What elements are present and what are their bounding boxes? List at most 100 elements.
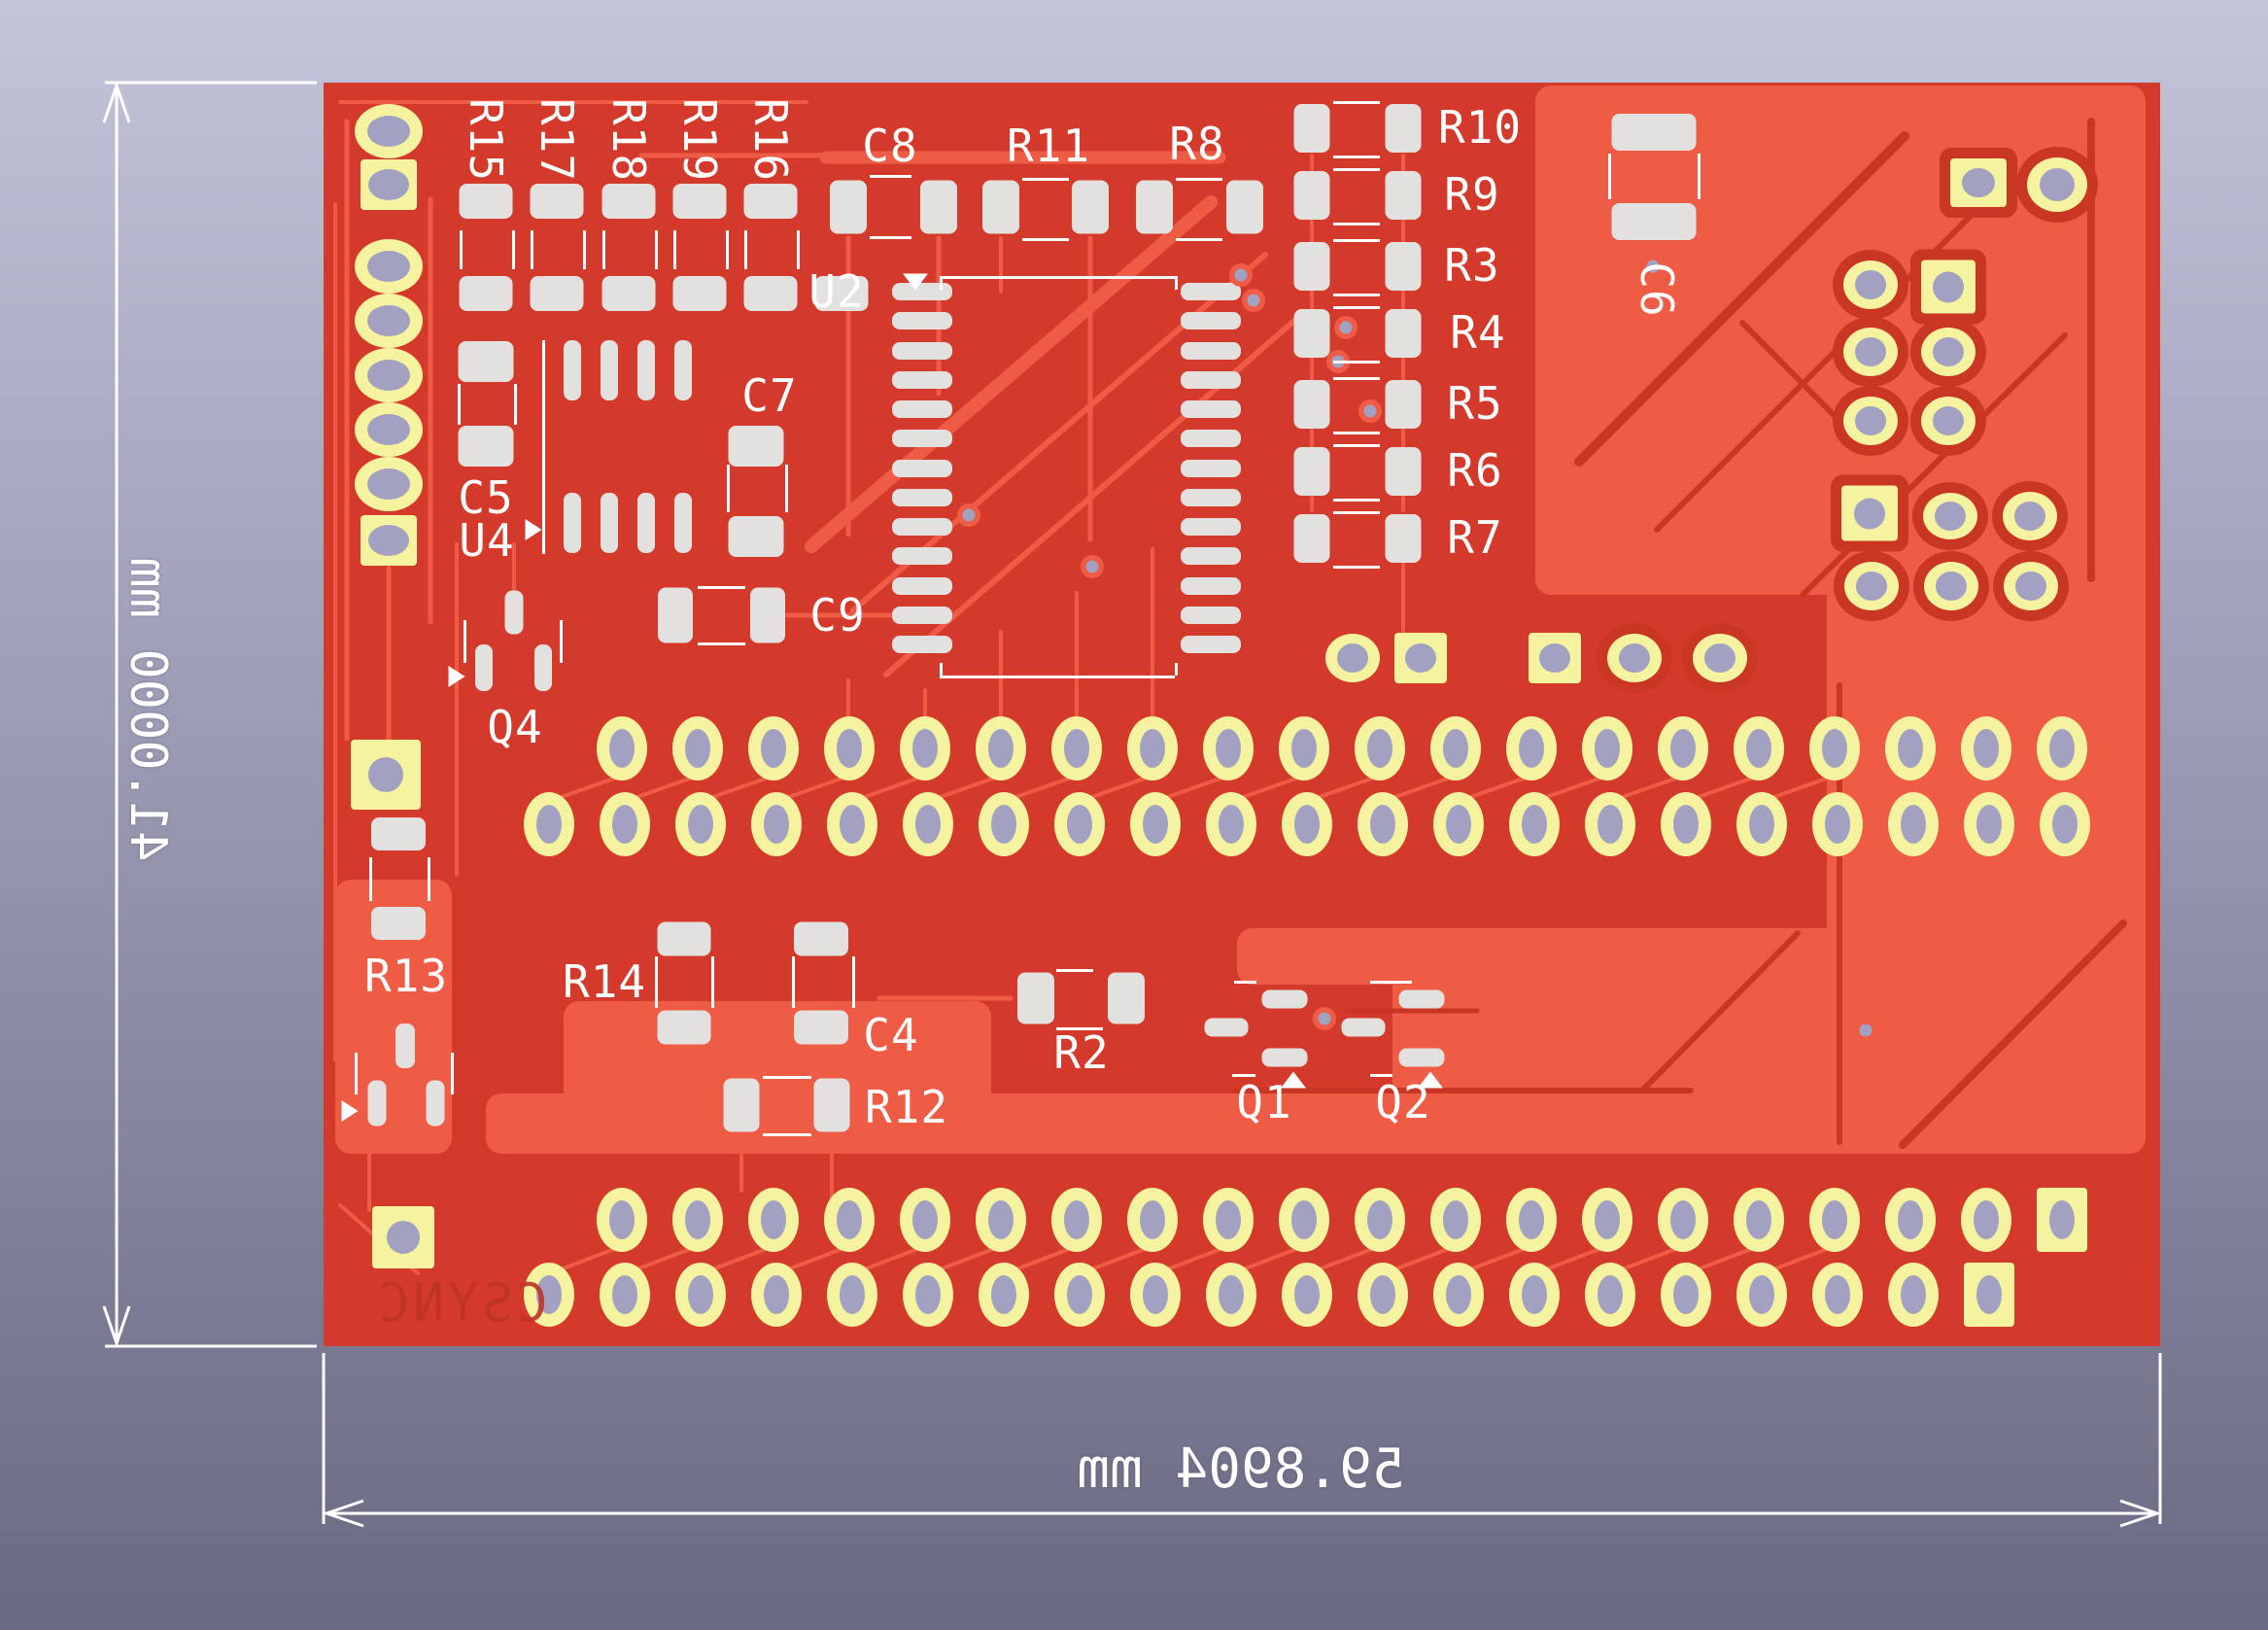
through-hole-pad (1607, 634, 1662, 682)
drill-hole (1367, 1200, 1392, 1239)
smd-pad (674, 340, 692, 400)
drill-hole (1855, 270, 1886, 299)
drill-hole (367, 414, 410, 445)
through-hole-pad (1923, 493, 1977, 539)
smd-pad (1181, 430, 1241, 448)
smd-pad (892, 459, 952, 477)
smd-pad (534, 644, 552, 691)
through-hole-pad (355, 104, 423, 158)
component-outline-mark (940, 276, 943, 290)
smd-pad (1181, 636, 1241, 653)
through-hole-pad (1433, 792, 1484, 856)
through-hole-pad (1357, 792, 1408, 856)
component-outline-mark (1175, 663, 1178, 676)
drill-hole (2049, 1200, 2075, 1239)
through-hole-pad (1130, 1263, 1181, 1327)
component-outline-mark (1176, 238, 1222, 241)
pin1-marker (903, 273, 928, 291)
component-outline-mark (940, 663, 943, 676)
smd-pad (750, 587, 785, 643)
drill-hole (1670, 729, 1696, 768)
component-outline-mark (1176, 178, 1222, 181)
smd-pad (723, 1078, 760, 1132)
drill-hole (912, 729, 938, 768)
through-hole-pad (1206, 792, 1256, 856)
drill-hole (367, 251, 410, 282)
smd-pad (1293, 309, 1330, 358)
smd-pad (813, 1078, 850, 1132)
smd-pad (728, 426, 784, 467)
vertical-dimension-text: 41.0000 mm (119, 557, 177, 862)
component-outline-mark (1056, 1027, 1103, 1030)
smd-pad (1181, 576, 1241, 595)
component-outline-mark (602, 230, 605, 269)
drill-hole (367, 305, 410, 336)
drill-hole (1976, 805, 2002, 844)
through-hole-pad (1885, 1188, 1936, 1252)
through-hole-pad (1430, 716, 1481, 780)
through-hole-pad (2004, 562, 2058, 610)
drill-hole (1901, 1275, 1926, 1314)
through-hole-pad (1506, 716, 1557, 780)
component-outline-mark (451, 1053, 454, 1094)
smd-pad (657, 1010, 711, 1045)
through-hole-pad (1430, 1188, 1481, 1252)
through-hole-pad (1924, 562, 1978, 610)
component-outline-mark (726, 230, 729, 269)
smd-pad (1226, 180, 1263, 234)
smd-pad (1293, 380, 1330, 429)
through-hole-pad (672, 1188, 723, 1252)
smd-pad (1385, 242, 1422, 291)
drill-hole (1598, 805, 1623, 844)
through-hole-pad (600, 1263, 650, 1327)
smd-pad (892, 488, 952, 506)
via (1854, 1019, 1877, 1042)
drill-hole (1443, 729, 1468, 768)
silkscreen-label: Q2 (1375, 1076, 1431, 1128)
drill-hole (1933, 271, 1964, 302)
through-hole-pad (1809, 716, 1860, 780)
drill-hole (1067, 805, 1092, 844)
drill-hole (609, 729, 635, 768)
through-hole-pad (976, 716, 1026, 780)
drill-hole (1405, 643, 1436, 673)
drill-hole (1143, 805, 1168, 844)
through-hole-pad (355, 294, 423, 348)
component-outline-mark (542, 340, 545, 554)
drill-hole (761, 1200, 786, 1239)
drill-hole (1974, 1200, 1999, 1239)
drill-hole (1974, 729, 1999, 768)
component-outline-mark (785, 465, 788, 512)
through-hole-pad (1921, 328, 1976, 376)
component-outline-mark (655, 956, 658, 1008)
component-outline-mark (458, 384, 461, 425)
drill-hole (1291, 729, 1317, 768)
via-hole (1859, 1023, 1873, 1037)
via-hole (1247, 294, 1260, 307)
smd-pad (601, 276, 656, 311)
drill-hole (1854, 498, 1885, 529)
drill-hole (1539, 643, 1570, 673)
through-hole-pad (1203, 1188, 1254, 1252)
drill-hole (1140, 729, 1165, 768)
drill-hole (1522, 805, 1547, 844)
drill-hole (536, 1275, 562, 1314)
component-outline-mark (1333, 432, 1380, 434)
through-hole-pad (748, 716, 799, 780)
smd-pad (1261, 989, 1308, 1009)
through-hole-pad (1282, 1263, 1332, 1327)
smd-pad (892, 341, 952, 360)
component-outline-mark (940, 676, 1175, 678)
silkscreen-label: Q1 (1236, 1076, 1292, 1128)
through-hole-pad (824, 1188, 875, 1252)
smd-pad (601, 493, 618, 553)
smd-pad (504, 590, 524, 635)
smd-pad (657, 921, 711, 956)
drill-hole (988, 1200, 1014, 1239)
through-hole-pad (1582, 716, 1632, 780)
component-outline-mark (870, 175, 911, 178)
smd-pad (458, 341, 514, 382)
smd-pad (1293, 447, 1330, 496)
through-hole-pad (1961, 716, 2011, 780)
through-hole-pad (372, 1206, 434, 1268)
